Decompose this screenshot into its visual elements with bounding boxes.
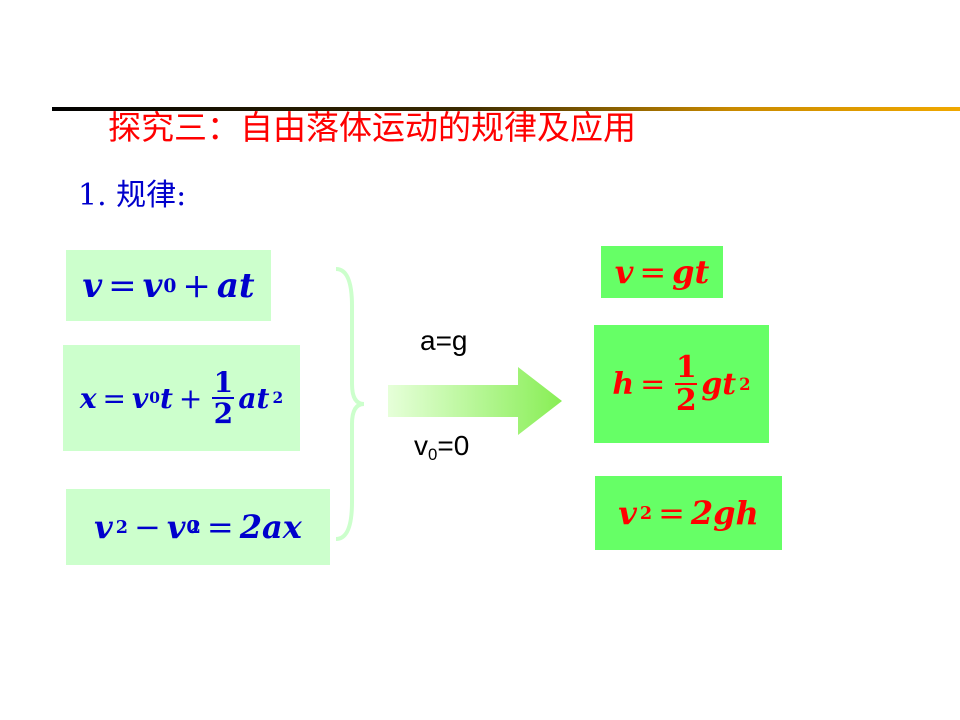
condition-acceleration: a=g: [420, 325, 468, 356]
section-heading: 1. 规律:: [78, 178, 187, 213]
slide-title: 探究三：自由落体运动的规律及应用: [108, 108, 636, 147]
arrow-right-icon: [388, 367, 562, 435]
free-fall-velocity-equation: v=gt: [601, 246, 723, 298]
condition-initial-velocity: v0=0: [414, 430, 470, 465]
curly-brace-icon: [335, 267, 365, 541]
header-rule: [52, 107, 960, 111]
